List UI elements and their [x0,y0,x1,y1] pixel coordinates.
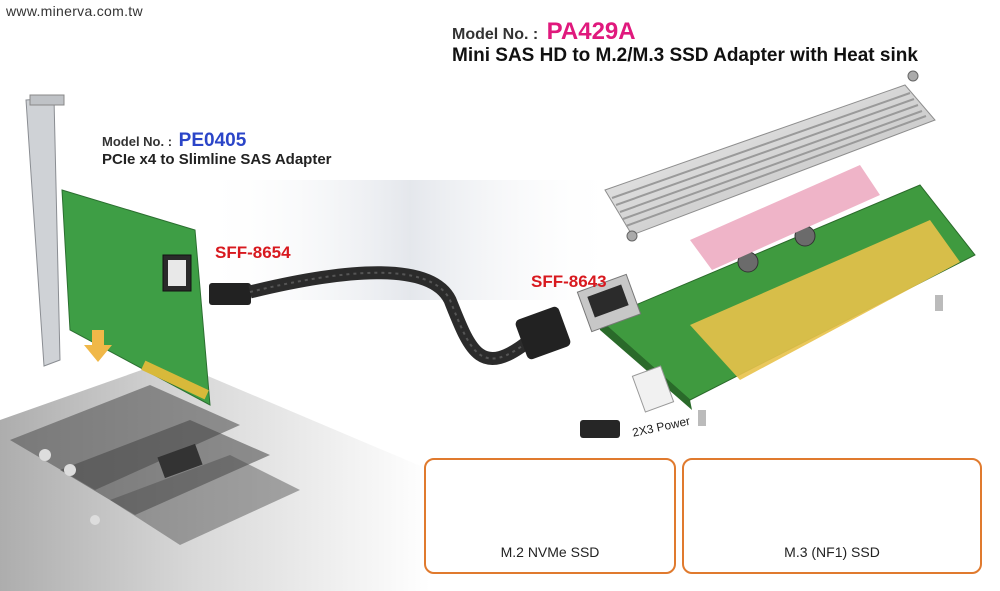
pe0405-adapter [25,94,211,406]
m3-ssd-box: M.3 (NF1) SSD [682,458,982,574]
model-b-heading: Model No. : PE0405 [102,130,246,152]
model-b-title: PCIe x4 to Slimline SAS Adapter [102,151,332,168]
m2-ssd-caption: M.2 NVMe SSD [500,544,600,560]
pa429a-adapter [576,184,976,438]
heat-sink [604,70,936,270]
m3-ssd-caption: M.3 (NF1) SSD [784,544,880,560]
connector-label-sff8654: SFF-8654 [215,243,291,262]
model-a-label: Model No. : [452,26,539,43]
model-a-number: PA429A [546,18,636,45]
model-a-heading: Model No. : PA429A [452,18,636,46]
model-b-label: Model No. : [102,134,173,149]
m2-ssd-box: M.2 NVMe SSD [424,458,676,574]
site-url: www.minerva.com.tw [6,3,143,19]
cable-assembly [209,266,571,365]
motherboard-background [0,180,620,591]
model-b-number: PE0405 [178,130,247,151]
model-a-title: Mini SAS HD to M.2/M.3 SSD Adapter with … [452,45,918,66]
connector-label-sff8643: SFF-8643 [531,272,607,291]
